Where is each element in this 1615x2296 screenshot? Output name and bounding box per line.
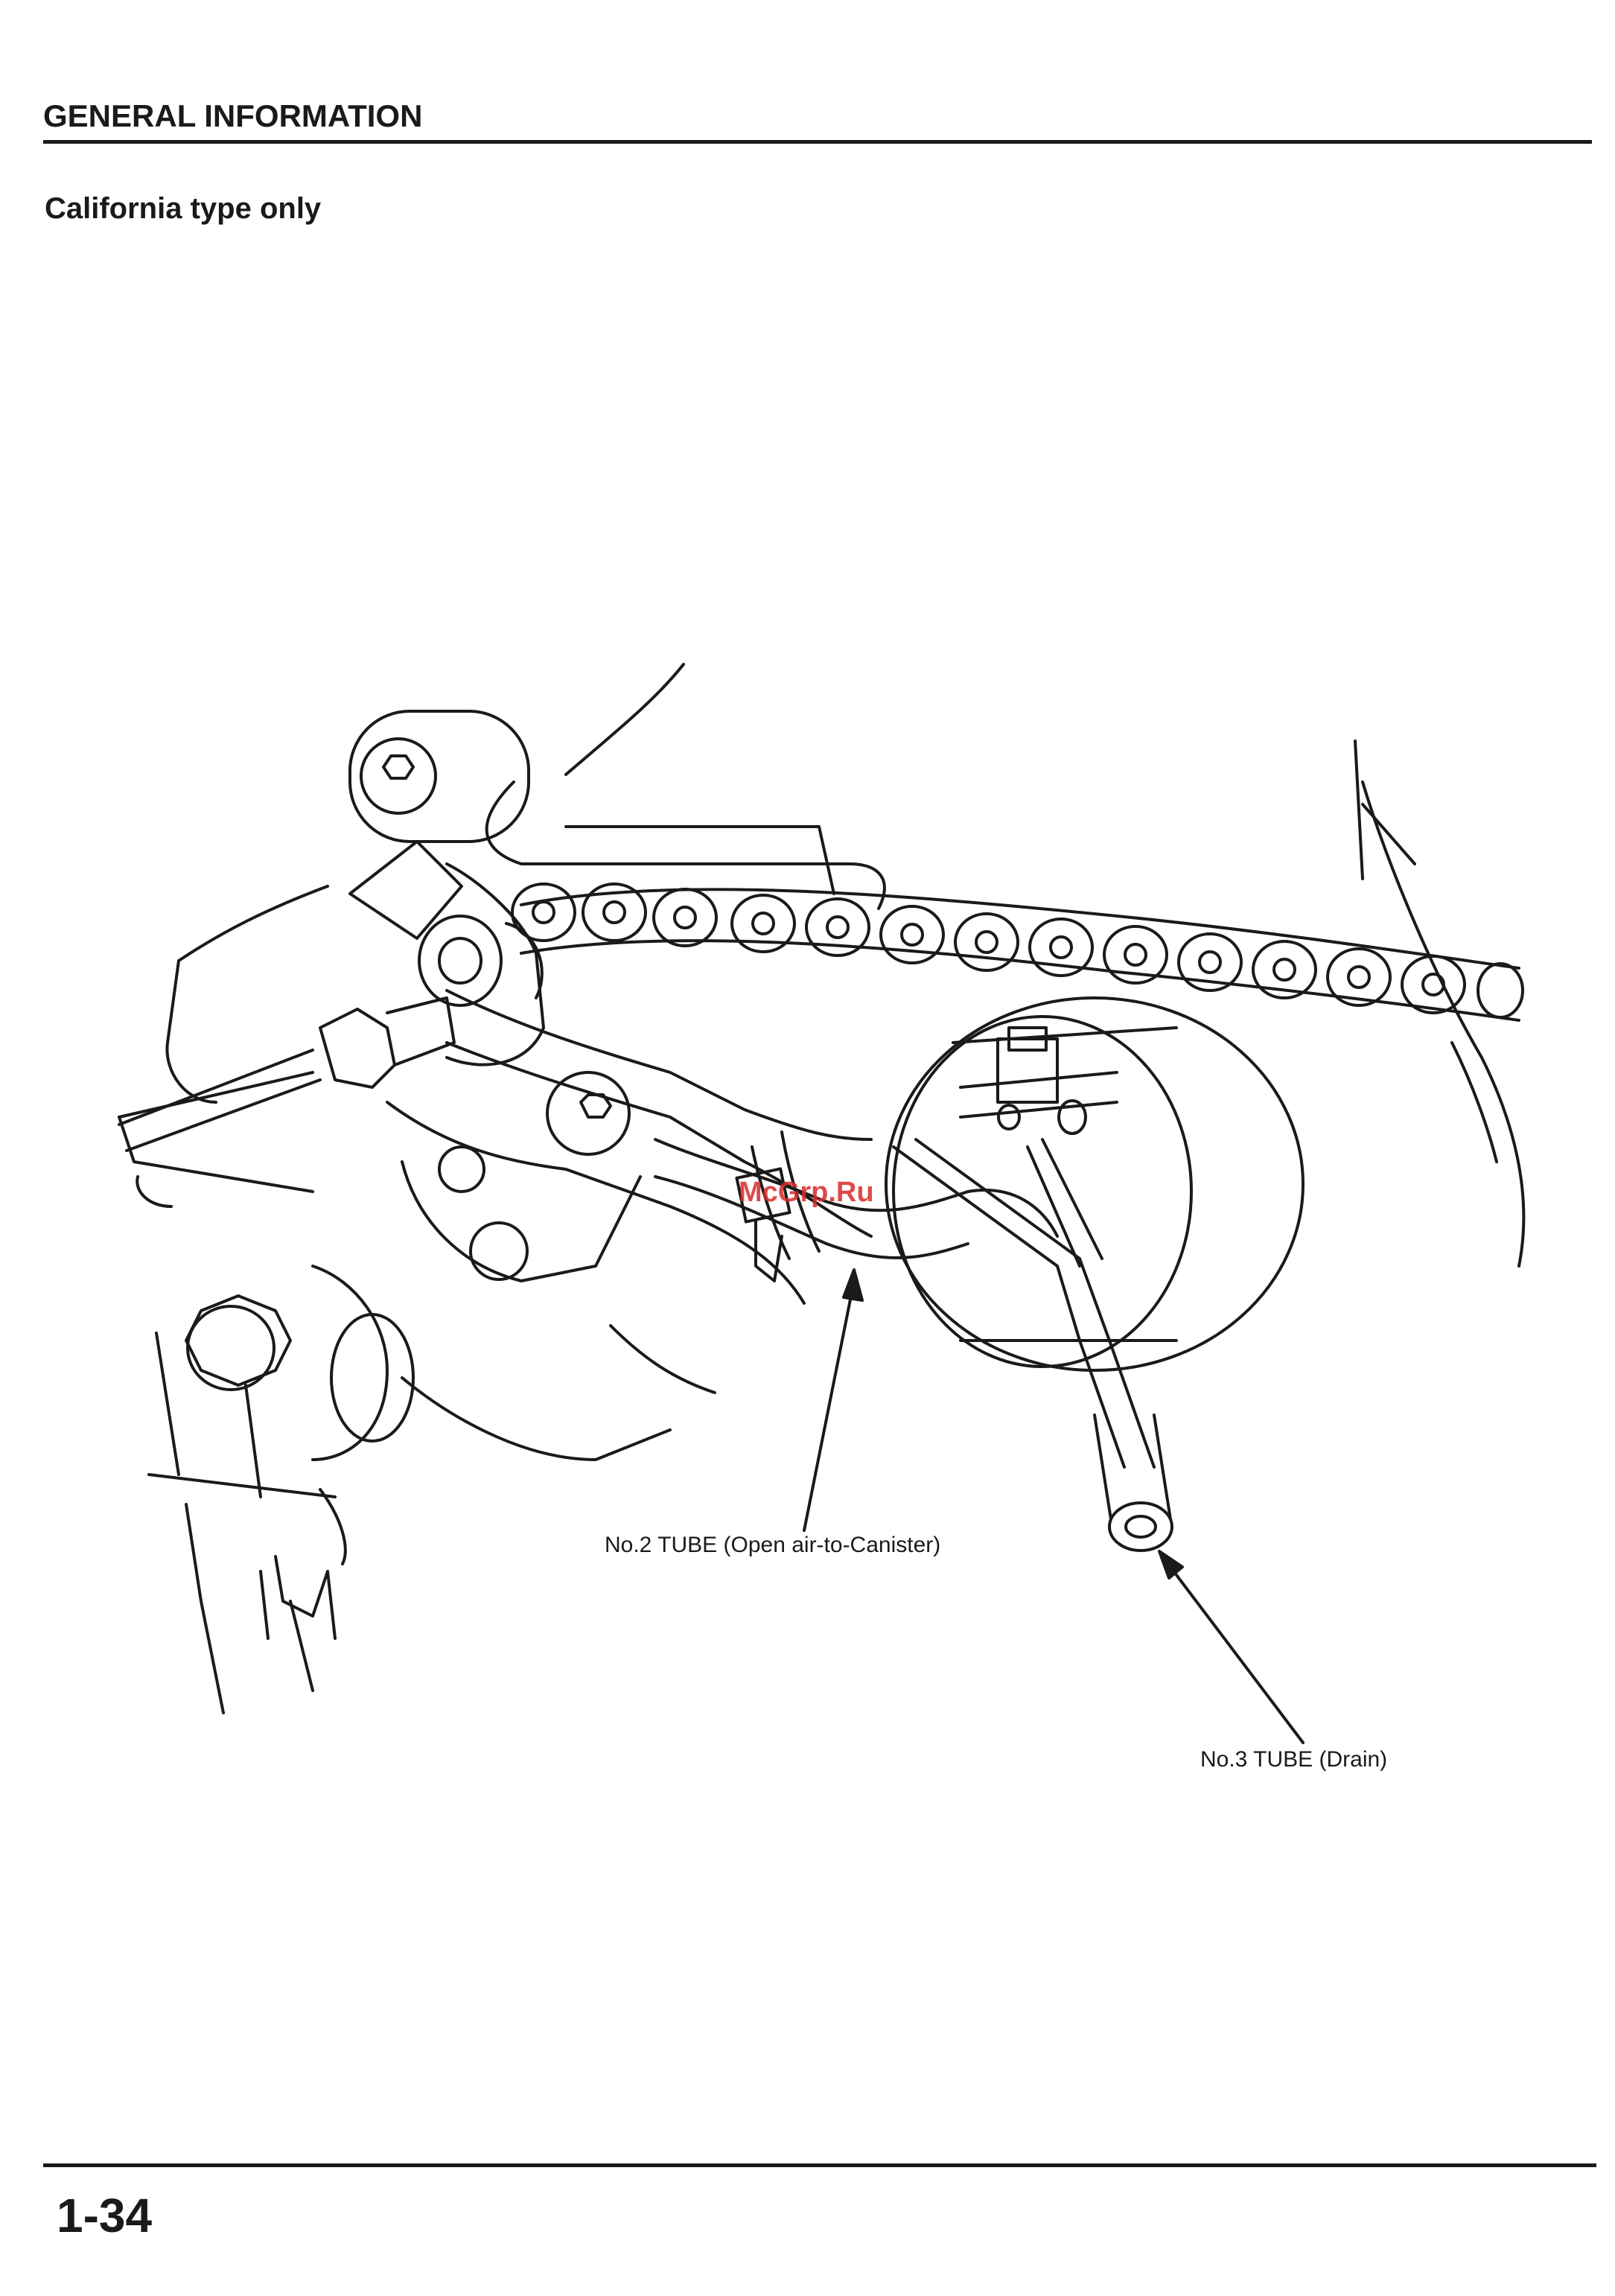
lower-bracket [387, 1102, 804, 1460]
tubes [655, 1139, 1172, 1551]
lower-pivot [149, 1266, 413, 1713]
callout-label-no3-tube: No.3 TUBE (Drain) [1200, 1747, 1387, 1772]
page-number: 1-34 [57, 2188, 152, 2243]
chain-links [512, 884, 1523, 1017]
drive-chain [512, 884, 1523, 1020]
callout-arrow-no2 [804, 1270, 862, 1530]
callout-arrow-no3 [1159, 1551, 1303, 1743]
upper-pivot-bracket [350, 711, 544, 1065]
watermark: McGrp.Ru [739, 1177, 874, 1209]
callout-label-no2-tube: No.2 TUBE (Open air-to-Canister) [605, 1533, 940, 1558]
page-footer: 1-34 [43, 2163, 1596, 2167]
frame-lines [119, 664, 1523, 1266]
canister [886, 998, 1303, 1370]
